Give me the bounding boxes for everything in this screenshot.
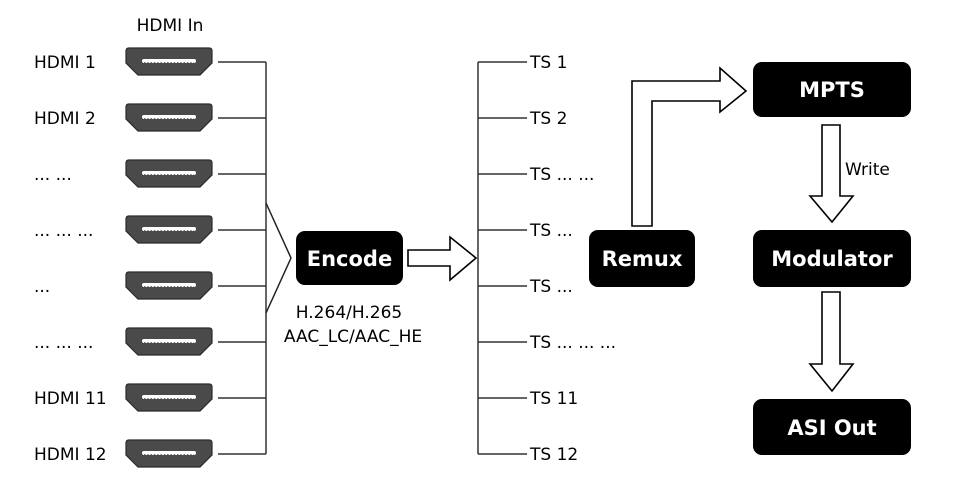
hdmi-input-row: ... ... bbox=[34, 159, 266, 188]
hdmi-input-row: HDMI 11 bbox=[34, 383, 266, 412]
transport-stream-label: TS ... ... ... bbox=[529, 333, 616, 353]
transport-stream-row: TS 1 bbox=[478, 53, 567, 73]
transport-stream-label: TS ... bbox=[529, 277, 573, 297]
transport-stream-row: TS 11 bbox=[478, 389, 578, 409]
remux-box[interactable] bbox=[589, 230, 695, 287]
hdmi-input-row: ... bbox=[34, 271, 266, 300]
hdmi-input-row: HDMI 2 bbox=[34, 103, 266, 132]
hdmi-input-label: ... bbox=[34, 277, 50, 297]
audio-codecs-label: AAC_LC/AAC_HE bbox=[284, 327, 422, 347]
hdmi-input-label: ... ... ... bbox=[34, 333, 93, 353]
mpts-box[interactable] bbox=[753, 62, 911, 117]
asi-out-label: ASI Out bbox=[787, 416, 876, 440]
hdmi-input-label: ... ... ... bbox=[34, 221, 93, 241]
encode-box[interactable] bbox=[296, 231, 403, 285]
transport-stream-label: TS 1 bbox=[529, 53, 567, 73]
mpts-block[interactable]: MPTS bbox=[753, 62, 911, 117]
hdmi-input-row: HDMI 12 bbox=[34, 439, 266, 468]
transport-stream-row: TS 2 bbox=[478, 109, 567, 129]
hdmi-port-pins bbox=[142, 451, 196, 455]
hdmi-input-row: ... ... ... bbox=[34, 327, 266, 356]
transport-streams: TS 1 TS 2 TS ... ... TS ... TS ... TS ... ...… bbox=[478, 53, 616, 465]
hdmi-input-label: HDMI 11 bbox=[34, 389, 107, 409]
remux-block[interactable]: Remux bbox=[589, 230, 695, 287]
remux-label: Remux bbox=[602, 247, 683, 271]
hdmi-port-pins bbox=[142, 171, 196, 175]
merge-chevron bbox=[265, 202, 292, 314]
remux-to-mpts-arrow bbox=[631, 66, 748, 227]
hdmi-input-label: ... ... bbox=[34, 165, 72, 185]
transport-stream-row: TS ... ... ... bbox=[478, 333, 616, 353]
asi-out-box[interactable] bbox=[753, 399, 911, 455]
transport-stream-row: TS ... ... bbox=[478, 165, 594, 185]
modulator-label: Modulator bbox=[771, 247, 893, 271]
transport-stream-row: TS ... bbox=[478, 221, 573, 241]
encode-output-arrow bbox=[407, 235, 478, 282]
hdmi-port-icon[interactable] bbox=[125, 159, 213, 188]
hdmi-port-pins bbox=[142, 339, 196, 343]
hdmi-port-icon[interactable] bbox=[125, 271, 213, 300]
encode-label: Encode bbox=[307, 247, 392, 271]
hdmi-inputs: HDMI 1 HDMI 2 ... ... ... ... ...... ... ...… bbox=[34, 47, 266, 468]
encode-block[interactable]: Encode bbox=[296, 231, 403, 285]
transport-stream-label: TS ... ... bbox=[529, 165, 594, 185]
video-codecs-label: H.264/H.265 bbox=[296, 303, 402, 323]
transport-stream-label: TS 12 bbox=[529, 445, 578, 465]
hdmi-input-label: HDMI 1 bbox=[34, 53, 96, 73]
transport-stream-row: TS 12 bbox=[478, 445, 578, 465]
hdmi-port-icon[interactable] bbox=[125, 47, 213, 76]
transport-stream-label: TS 2 bbox=[529, 109, 567, 129]
write-label: Write bbox=[845, 160, 890, 180]
hdmi-in-title: HDMI In bbox=[137, 16, 204, 36]
transport-stream-row: TS ... bbox=[478, 277, 573, 297]
hdmi-port-pins bbox=[142, 395, 196, 399]
hdmi-port-icon[interactable] bbox=[125, 215, 213, 244]
modulator-block[interactable]: Modulator bbox=[753, 230, 911, 287]
hdmi-input-label: HDMI 12 bbox=[34, 445, 107, 465]
asi-out-block[interactable]: ASI Out bbox=[753, 399, 911, 455]
mpts-label: MPTS bbox=[799, 78, 865, 102]
transport-stream-label: TS ... bbox=[529, 221, 573, 241]
hdmi-input-row: HDMI 1 bbox=[34, 47, 266, 76]
hdmi-input-row: ... ... ... bbox=[34, 215, 266, 244]
hdmi-port-pins bbox=[142, 59, 196, 63]
hdmi-port-pins bbox=[142, 283, 196, 287]
hdmi-port-icon[interactable] bbox=[125, 383, 213, 412]
hdmi-port-icon[interactable] bbox=[125, 103, 213, 132]
hdmi-port-pins bbox=[142, 227, 196, 231]
hdmi-port-icon[interactable] bbox=[125, 327, 213, 356]
hdmi-port-pins bbox=[142, 115, 196, 119]
hdmi-port-icon[interactable] bbox=[125, 439, 213, 468]
hdmi-input-label: HDMI 2 bbox=[34, 109, 96, 129]
write-arrow bbox=[808, 124, 855, 224]
transport-stream-label: TS 11 bbox=[529, 389, 578, 409]
modulator-box[interactable] bbox=[753, 230, 911, 287]
modulator-to-asi-arrow bbox=[808, 291, 855, 393]
